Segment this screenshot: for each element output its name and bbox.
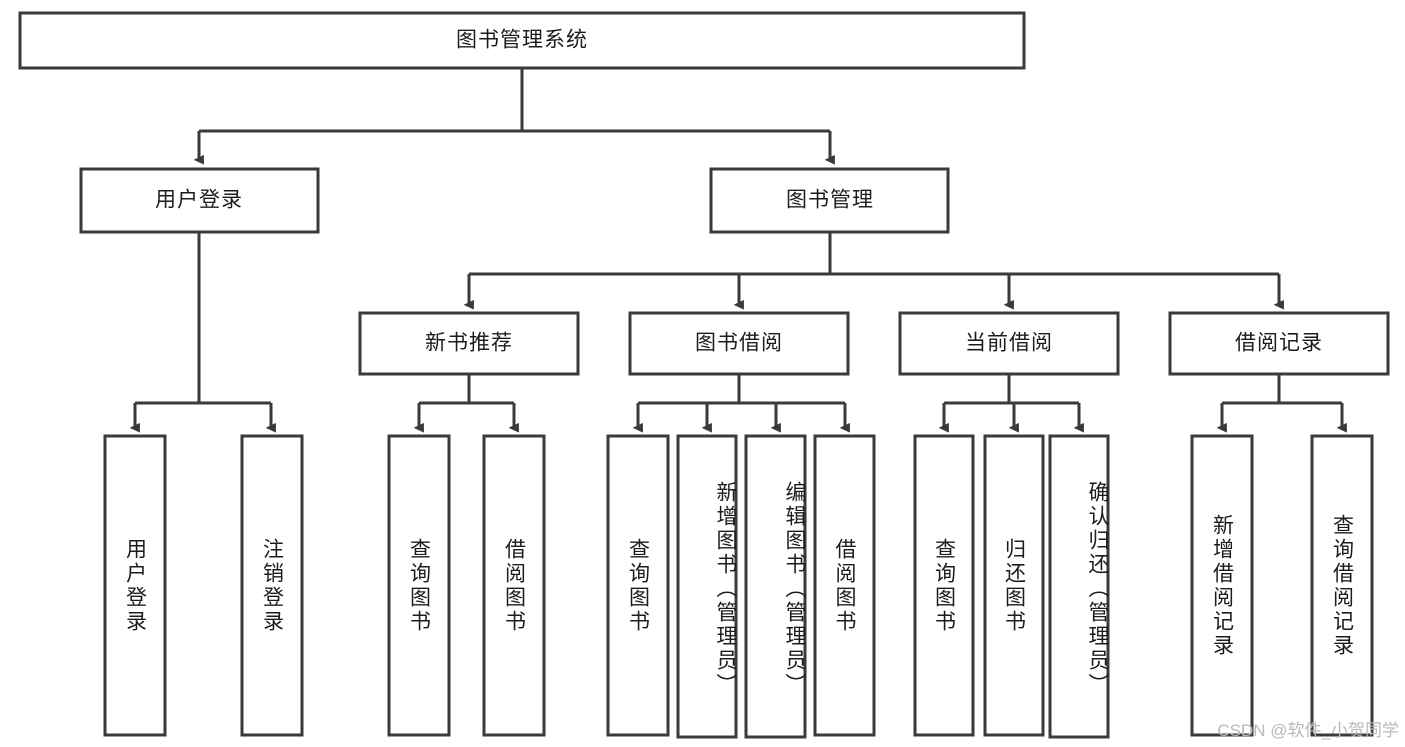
leaf-box-new-book-2[interactable]	[482, 434, 546, 737]
leaf-box-user-login-2[interactable]	[240, 434, 304, 737]
node-user-login-box[interactable]	[79, 167, 320, 234]
node-book-management[interactable]: 图书管理	[709, 167, 950, 234]
leaf-box-borrow-2[interactable]	[676, 434, 738, 739]
node-root-box[interactable]	[18, 11, 1026, 70]
node-new-book-recommend-box[interactable]	[358, 311, 580, 376]
node-user-login-label: 用户登录	[155, 189, 243, 212]
leaf-box-current-1[interactable]	[913, 434, 975, 737]
leaf-box-record-1[interactable]	[1190, 434, 1254, 737]
leaf-box-current-3[interactable]	[1048, 434, 1110, 739]
node-current-borrow-label: 当前借阅	[965, 332, 1053, 355]
leaf-box-borrow-4[interactable]	[813, 434, 876, 737]
leaf-box-borrow-3[interactable]	[744, 434, 807, 739]
node-book-borrow-box[interactable]	[628, 311, 850, 376]
node-borrow-record-label: 借阅记录	[1235, 332, 1323, 355]
node-root[interactable]: 图书管理系统	[18, 11, 1026, 70]
node-user-login[interactable]: 用户登录	[79, 167, 320, 234]
node-new-book-recommend-label: 新书推荐	[425, 332, 513, 355]
csdn-watermark: CSDN @软件_小贺同学	[1217, 721, 1399, 740]
node-current-borrow[interactable]: 当前借阅	[898, 311, 1120, 376]
leaf-box-user-login-1[interactable]	[103, 434, 167, 737]
leaf-box-borrow-1[interactable]	[606, 434, 670, 737]
node-current-borrow-box[interactable]	[898, 311, 1120, 376]
leaf-box-new-book-1[interactable]	[387, 434, 451, 737]
node-book-management-box[interactable]	[709, 167, 950, 234]
leaf-box-record-2[interactable]	[1310, 434, 1374, 737]
node-borrow-record[interactable]: 借阅记录	[1168, 311, 1390, 376]
node-root-label: 图书管理系统	[456, 29, 588, 52]
node-new-book-recommend[interactable]: 新书推荐	[358, 311, 580, 376]
node-book-borrow-label: 图书借阅	[695, 332, 783, 355]
node-book-borrow[interactable]: 图书借阅	[628, 311, 850, 376]
leaf-box-current-2[interactable]	[983, 434, 1045, 737]
node-borrow-record-box[interactable]	[1168, 311, 1390, 376]
node-book-management-label: 图书管理	[786, 189, 874, 212]
